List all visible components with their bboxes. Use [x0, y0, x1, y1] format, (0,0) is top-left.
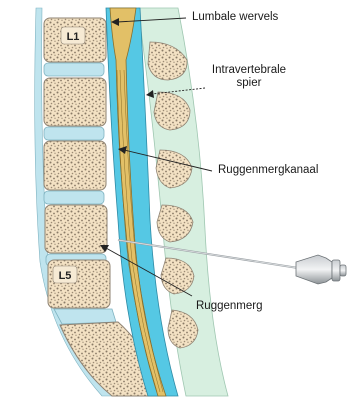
label-intervertebral-muscle-line1: Intravertebrale: [206, 64, 292, 77]
label-spinal-canal: Ruggenmergkanaal: [218, 164, 318, 177]
label-intervertebral-muscle: Intravertebrale spier: [206, 64, 292, 90]
disc-5: [54, 309, 116, 324]
vertebra-4: [45, 205, 107, 253]
needle-hub: [296, 255, 332, 284]
vertebra-3: [44, 141, 106, 190]
disc-1: [44, 63, 104, 76]
vertebra-label-l5: L5: [59, 270, 72, 282]
label-lumbar-vertebrae: Lumbale wervels: [192, 11, 278, 24]
disc-3: [44, 191, 104, 204]
needle-stylet-cap: [332, 260, 340, 281]
label-spinal-cord: Ruggenmerg: [196, 300, 262, 313]
disc-2: [44, 127, 104, 140]
label-intervertebral-muscle-line2: spier: [206, 77, 292, 90]
vertebra-2: [44, 78, 106, 126]
vertebra-label-l1: L1: [67, 31, 80, 43]
